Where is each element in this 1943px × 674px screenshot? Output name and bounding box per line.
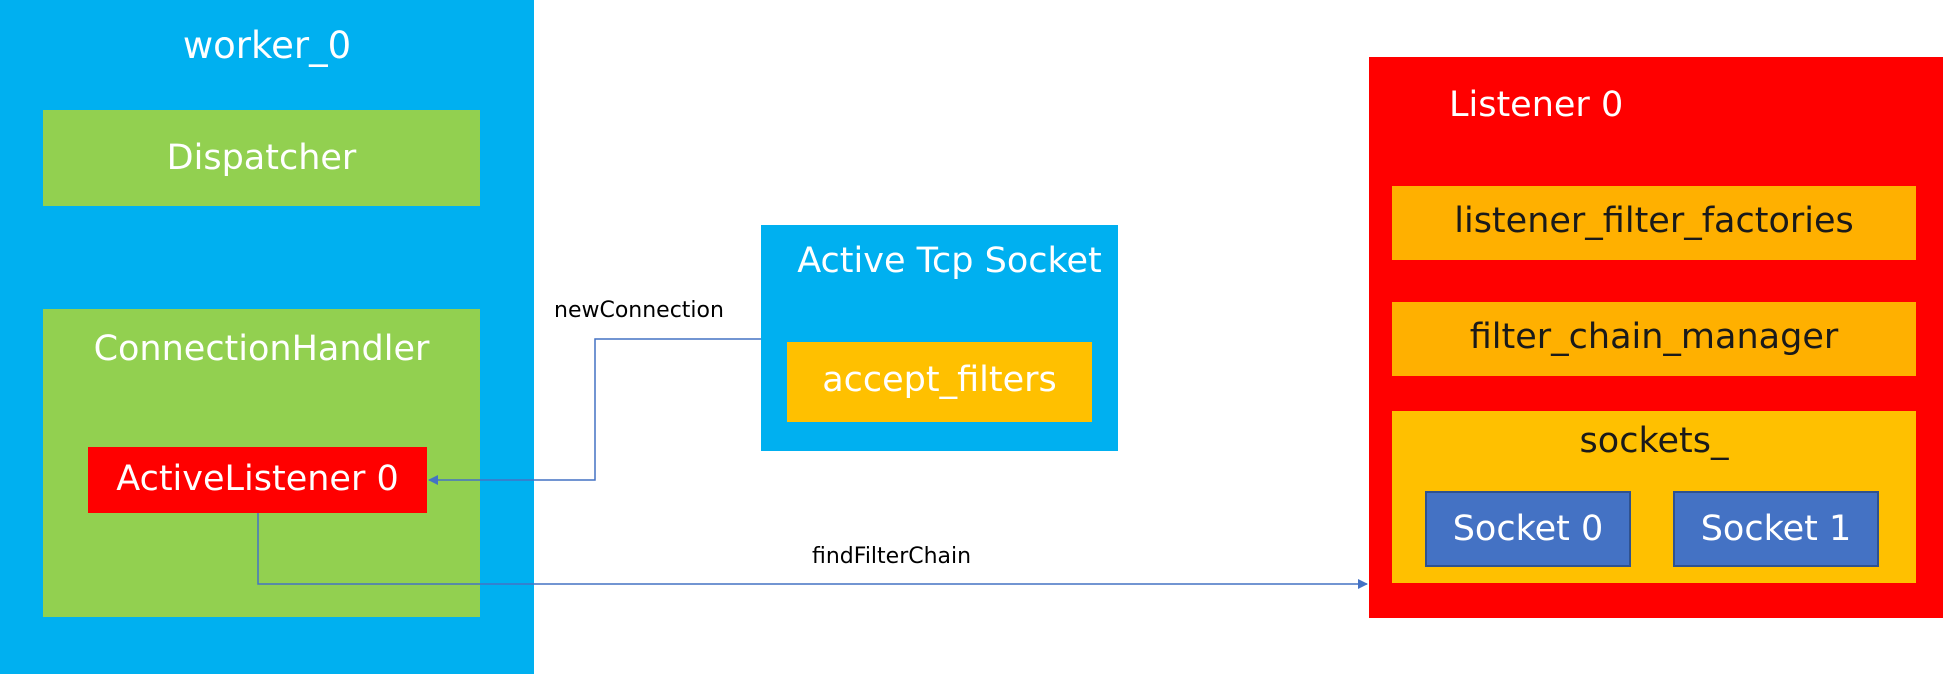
new-connection-label: newConnection [554,298,724,323]
listener-filter-factories-box: listener_filter_factories [1392,186,1916,260]
accept-filters-box: accept_filters [787,342,1092,422]
active-listener-label: ActiveListener 0 [116,459,399,499]
socket-1-label: Socket 1 [1700,509,1852,549]
worker-title: worker_0 [182,24,352,67]
filter-chain-manager-box: filter_chain_manager [1392,302,1916,376]
socket-0-box: Socket 0 [1425,491,1631,567]
socket-1-box: Socket 1 [1673,491,1879,567]
active-listener-box: ActiveListener 0 [88,447,427,513]
accept-filters-label: accept_filters [822,360,1057,400]
find-filter-chain-arrow [257,513,1368,589]
socket-0-label: Socket 0 [1452,509,1604,549]
filter-chain-manager-label: filter_chain_manager [1469,317,1839,357]
dispatcher-box: Dispatcher [43,110,480,206]
new-connection-arrow [428,338,761,485]
dispatcher-label: Dispatcher [166,138,357,178]
listener-filter-factories-label: listener_filter_factories [1454,201,1854,241]
sockets-label: sockets_ [1579,421,1729,461]
connection-handler-label: ConnectionHandler [93,329,430,369]
active-tcp-socket-label: Active Tcp Socket [797,241,1102,281]
find-filter-chain-label: findFilterChain [812,544,972,569]
listener-label: Listener 0 [1449,85,1624,125]
